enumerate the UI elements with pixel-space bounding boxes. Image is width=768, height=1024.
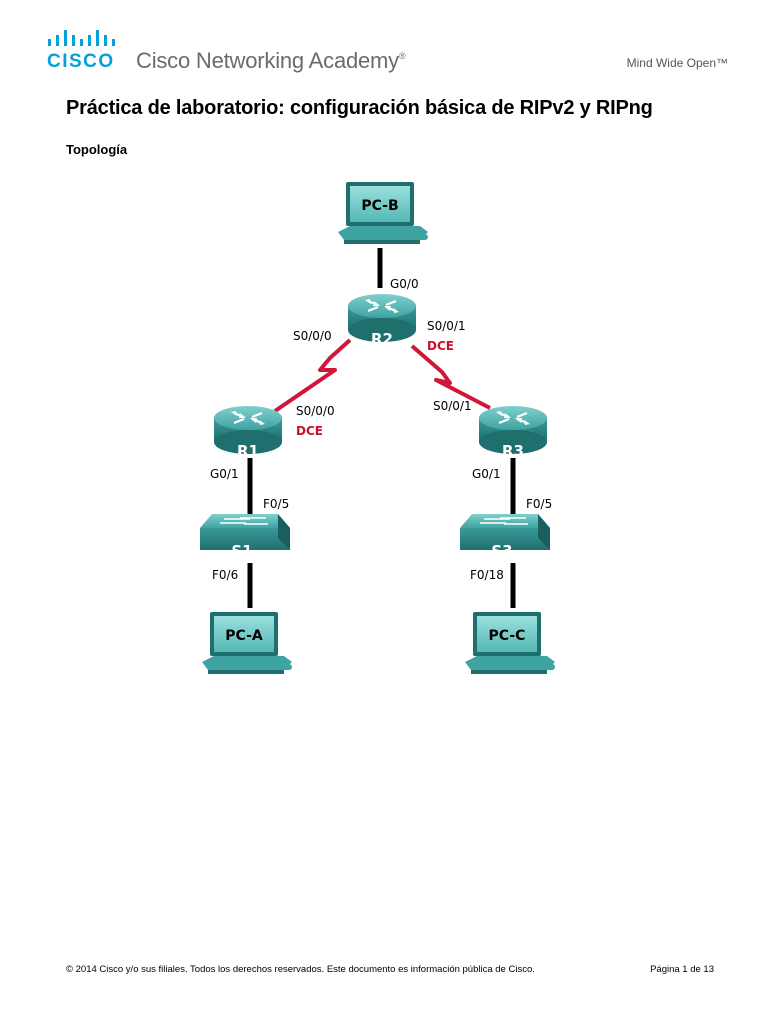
pc-c: PC-C: [465, 612, 555, 674]
s1-f0-6-label: F0/6: [212, 568, 238, 582]
section-heading: Topología: [66, 142, 128, 157]
pc-b: PC-B: [338, 182, 428, 244]
footer-page-number: Página 1 de 13: [650, 964, 714, 975]
r3-g0-1-label: G0/1: [472, 467, 501, 481]
pc-c-label: PC-C: [489, 628, 526, 644]
router-r2-label: R2: [371, 330, 393, 348]
r1-dce-label: DCE: [296, 424, 323, 438]
pc-a: PC-A: [202, 612, 292, 674]
router-r2: R2: [346, 292, 418, 348]
r1-g0-1-label: G0/1: [210, 467, 239, 481]
academy-label: Cisco Networking Academy: [136, 48, 399, 73]
r3-s0-0-1-label: S0/0/1: [433, 399, 472, 413]
s1-f0-5-label: F0/5: [263, 497, 289, 511]
switch-s3: S3: [459, 513, 551, 560]
switch-s3-label: S3: [491, 542, 512, 560]
pc-b-label: PC-B: [361, 198, 398, 214]
switch-s1: S1: [199, 513, 291, 560]
topology-diagram: R2 R1 R3 S1 S3 PC-B PC-A PC-C G0/0 S0/0/…: [199, 182, 555, 674]
pc-a-label: PC-A: [225, 628, 263, 644]
page-header: CISCO Cisco Networking Academy® Mind Wid…: [0, 0, 768, 80]
cisco-logo-bars-icon: [48, 30, 115, 46]
cisco-wordmark: CISCO: [47, 51, 115, 72]
router-r3: R3: [477, 404, 549, 460]
tagline: Mind Wide Open™: [626, 56, 728, 70]
s3-f0-5-label: F0/5: [526, 497, 552, 511]
switch-s1-label: S1: [231, 542, 252, 560]
r1-s0-0-0-label: S0/0/0: [296, 404, 335, 418]
r2-s0-0-1-label: S0/0/1: [427, 319, 466, 333]
router-r1: R1: [212, 404, 284, 460]
r2-g0-0-label: G0/0: [390, 277, 419, 291]
r2-dce-label: DCE: [427, 339, 454, 353]
academy-name: Cisco Networking Academy®: [136, 48, 406, 74]
s3-f0-18-label: F0/18: [470, 568, 504, 582]
footer-copyright: © 2014 Cisco y/o sus filiales. Todos los…: [66, 964, 535, 975]
router-r1-label: R1: [237, 442, 259, 460]
router-r3-label: R3: [502, 442, 524, 460]
page-title: Práctica de laboratorio: configuración b…: [66, 97, 653, 119]
r2-s0-0-0-label: S0/0/0: [293, 329, 332, 343]
registered-mark: ®: [398, 51, 406, 61]
